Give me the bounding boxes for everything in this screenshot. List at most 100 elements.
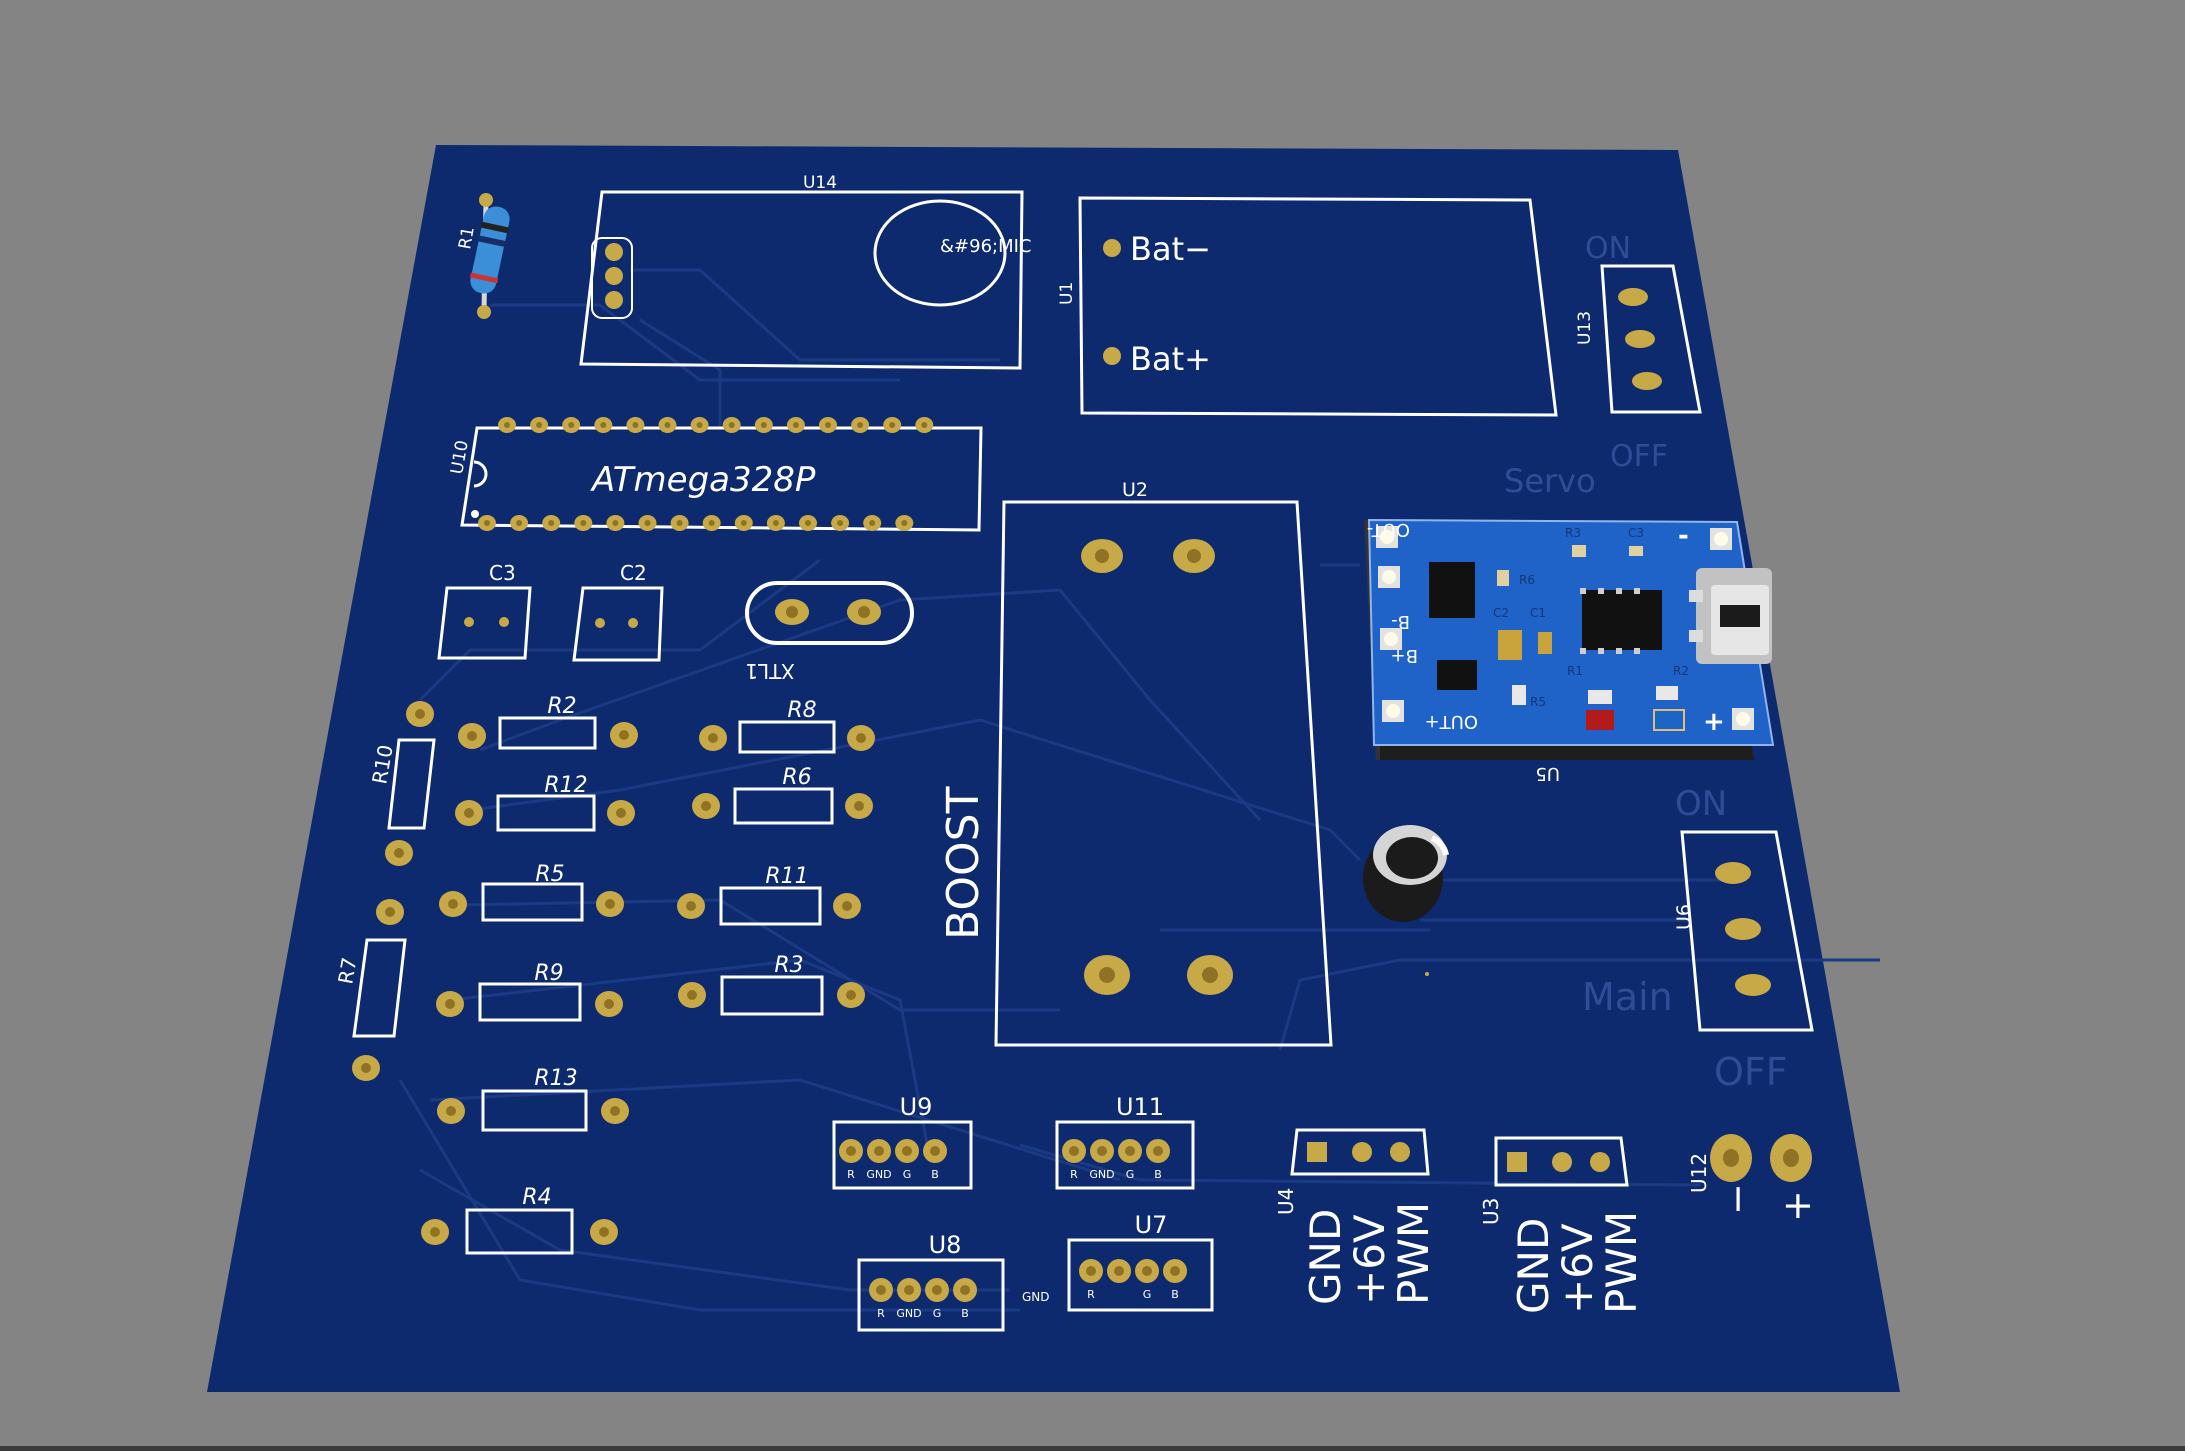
u14-label: U14 — [803, 173, 837, 193]
r5-label: R5 — [535, 862, 564, 887]
out-plus-label: OUT+ — [1425, 711, 1478, 732]
battery-connector-u1[interactable]: U1 Bat− Bat+ — [1057, 196, 1558, 417]
b-minus-label: B- — [1391, 611, 1410, 632]
loose-gnd-label: GND — [1022, 1290, 1050, 1304]
u3-6v: +6V — [1553, 1223, 1602, 1314]
resistor-r12[interactable]: R12 — [455, 773, 635, 832]
charger-plus-label: + — [1703, 707, 1725, 737]
main-label: Main — [1582, 975, 1673, 1019]
main-switch-u6[interactable]: ON U6 Main OFF — [1582, 784, 1814, 1094]
pin-label: GND — [896, 1307, 921, 1320]
r3-label: R3 — [774, 953, 803, 978]
servo-header-u3[interactable]: U3 GND +6V PWM — [1479, 1136, 1646, 1314]
charger-r1-label: R1 — [1567, 664, 1583, 678]
u6-label: U6 — [1673, 904, 1695, 930]
resistor-r2[interactable]: R2 — [458, 694, 638, 750]
charger-c1-label: C1 — [1530, 606, 1546, 620]
pin-label: GND — [1089, 1168, 1114, 1181]
u9-label: U9 — [900, 1093, 933, 1121]
charger-r5-label: R5 — [1530, 695, 1546, 709]
resistor-r9[interactable]: R9 — [436, 961, 623, 1022]
r12-label: R12 — [544, 773, 587, 798]
u3-label: U3 — [1479, 1198, 1503, 1225]
mcu-pads-top — [498, 417, 934, 433]
pin-label: G — [1143, 1288, 1152, 1301]
servo-switch-u13[interactable]: ON U13 OFF Servo — [1504, 231, 1702, 500]
resistor-r1-3d[interactable]: R1 — [455, 193, 512, 319]
pin-label: R — [847, 1168, 855, 1181]
mcu-label: ATmega328P — [590, 460, 816, 500]
capacitor-c3[interactable]: C3 — [437, 561, 532, 660]
resistor-r11[interactable]: R11 — [677, 864, 861, 926]
u6-on-label: ON — [1675, 784, 1727, 824]
window-bottom-edge — [0, 1446, 2185, 1451]
u6-off-label: OFF — [1714, 1050, 1788, 1094]
capacitor-c2[interactable]: C2 — [572, 561, 664, 662]
resistor-r6[interactable]: R6 — [692, 765, 873, 825]
u14-pad-1 — [605, 243, 623, 261]
u11-label: U11 — [1116, 1093, 1164, 1121]
r8-label: R8 — [787, 698, 816, 723]
resistor-r3[interactable]: R3 — [678, 953, 865, 1016]
u3-gnd: GND — [1509, 1218, 1558, 1314]
charger-r6-label: R6 — [1519, 573, 1535, 587]
power-terminal-u12[interactable]: U12 − + — [1687, 1134, 1819, 1222]
u12-label: U12 — [1687, 1153, 1711, 1193]
resistor-r8[interactable]: R8 — [699, 698, 875, 754]
pin-label: R — [877, 1307, 885, 1320]
pin-label: G — [933, 1307, 942, 1320]
charger-r2-label: R2 — [1673, 664, 1689, 678]
resistor-r7[interactable]: R7 — [333, 899, 407, 1081]
pin-label: B — [961, 1307, 969, 1320]
boost-module-u2[interactable]: U2 BOOST — [938, 479, 1333, 1047]
u4-label: U4 — [1274, 1188, 1298, 1215]
resistor-r13[interactable]: R13 — [437, 1066, 629, 1132]
u14-pad-2 — [605, 267, 623, 285]
boost-label: BOOST — [938, 786, 989, 940]
r2-label: R2 — [547, 694, 576, 719]
u4-gnd: GND — [1301, 1209, 1350, 1305]
mcu-u10[interactable]: U10 ATmega328P — [447, 417, 983, 532]
bat-minus-label: Bat− — [1130, 230, 1211, 268]
r7-label: R7 — [333, 955, 361, 985]
bat-plus-pad — [1103, 347, 1121, 365]
mcu-pads-bottom — [478, 515, 914, 531]
u13-label: U13 — [1575, 311, 1595, 345]
r9-label: R9 — [534, 961, 563, 986]
pin-label: R — [1087, 1288, 1095, 1301]
pin-label: B — [931, 1168, 939, 1181]
servo-header-u4[interactable]: U4 GND +6V PWM — [1274, 1128, 1438, 1305]
u4-pwm: PWM — [1389, 1202, 1438, 1305]
u2-label: U2 — [1122, 479, 1148, 501]
charger-c2-label: C2 — [1493, 606, 1509, 620]
xtl1-label: XTL1 — [745, 659, 794, 683]
micro-usb-port — [1689, 568, 1772, 664]
u7-label: U7 — [1135, 1211, 1168, 1239]
pin-label: R — [1070, 1168, 1078, 1181]
resistor-r5[interactable]: R5 — [439, 862, 624, 922]
resistor-r4[interactable]: R4 — [421, 1185, 618, 1255]
pin-label: GND — [866, 1168, 891, 1181]
rgb-header-u9[interactable]: U9R GND G B — [832, 1093, 973, 1190]
r1-label: R1 — [455, 225, 479, 251]
charger-r3-label: R3 — [1565, 526, 1581, 540]
u4-6v: +6V — [1345, 1214, 1394, 1305]
mic-outline — [873, 199, 1007, 307]
pin-label: B — [1154, 1168, 1162, 1181]
crystal-xtl1[interactable]: XTL1 — [745, 581, 914, 683]
electrolytic-capacitor[interactable] — [1363, 825, 1449, 922]
charger-module-u5[interactable]: OUT- B- B+ OUT+ - + R3 C3 R6 C2 C1 R1 R2… — [1364, 518, 1775, 784]
rgb-header-u8[interactable]: U8R GND G B — [857, 1231, 1005, 1332]
mic-label: &#96;MIC — [940, 236, 1032, 257]
r13-label: R13 — [534, 1066, 577, 1091]
mic-module-u14[interactable]: U14 &#96;MIC — [579, 173, 1032, 370]
pin-label: G — [1126, 1168, 1135, 1181]
u14-pad-3 — [605, 291, 623, 309]
pin-label: G — [903, 1168, 912, 1181]
u8-label: U8 — [929, 1231, 962, 1259]
pcb-board — [207, 145, 1900, 1392]
